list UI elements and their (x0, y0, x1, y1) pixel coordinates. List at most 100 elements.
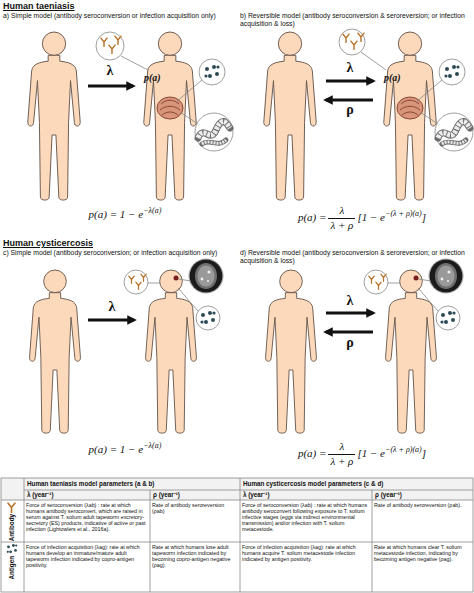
rate-symbol: λ (102, 64, 118, 78)
human-figures-part (264, 32, 316, 200)
formula-term: ] (422, 447, 426, 459)
prevalence-label: p(a) (144, 72, 174, 84)
leader-lines-part (416, 80, 442, 102)
panel-label: c) Simple model (antibody seroconversion… (3, 249, 237, 257)
parameter-table-part (7, 544, 18, 553)
table-cell: Force of seroconversion (λab) : rate at … (26, 502, 148, 532)
parameter-table-part (1, 478, 473, 500)
parameter-table-part (1, 478, 473, 592)
leader-lines (121, 52, 442, 311)
fraction: λλ + ρ (328, 204, 355, 233)
formula-term: λ + ρ (328, 454, 355, 469)
formula-term: −(λ + ρ)(a) (385, 445, 422, 454)
callout-bubbles-part (189, 259, 223, 293)
formula-term: [1 − e (357, 211, 385, 223)
leader-lines-part (420, 112, 438, 124)
callout-bubbles-part (96, 32, 124, 60)
bubble-contents-part (200, 311, 215, 324)
transition-arrows-part (326, 80, 373, 83)
transition-arrows-part (326, 99, 373, 102)
bubble-contents-part (129, 276, 134, 283)
leader-lines-part (178, 288, 198, 311)
callout-bubbles (96, 29, 473, 330)
table-header: λ (year⁻¹) (27, 491, 147, 498)
formula-term: λ (328, 204, 355, 218)
formula-term: λ (328, 440, 355, 454)
table-cell: Rate at which humans clear T. solium met… (374, 544, 471, 562)
panel-label: d) Reversible model (antibody seroconver… (240, 249, 472, 265)
formula: p(a) =λλ + ρ[1 − e−(λ + ρ)(a)] (272, 440, 452, 469)
parameter-table-part-part (24, 478, 25, 592)
parameter-table-part (8, 503, 15, 512)
transition-arrows-part (326, 331, 373, 334)
parameter-table-part-part (240, 478, 241, 592)
panel-label: b) Reversible model (antibody seroconver… (240, 12, 472, 28)
human-figures-part (30, 270, 81, 433)
callout-bubbles-part (364, 270, 388, 294)
bubble-contents-part (343, 34, 349, 42)
transition-arrows (88, 81, 373, 332)
bubble-contents (101, 33, 470, 324)
bubble-contents-part (358, 33, 364, 41)
bubble-contents-part (381, 274, 386, 281)
rate-symbol: ρ (342, 103, 358, 117)
leader-lines-part (388, 283, 400, 284)
bubble-contents-part (440, 311, 455, 324)
transition-arrows-part (326, 312, 373, 315)
formula-term: −λ(a) (143, 206, 161, 215)
parameter-table-part-part (7, 544, 18, 553)
bubble-contents-part (115, 36, 121, 44)
bubble-contents-part (376, 282, 381, 289)
parameter-table-part-part (1, 542, 473, 543)
rate-symbol: λ (342, 61, 358, 75)
section-heading: Human taeniasis (3, 1, 203, 11)
human-figures-part (386, 270, 437, 433)
callout-bubbles-part (435, 113, 473, 151)
bubble-contents-part (141, 274, 146, 281)
table-cell: Force of infection acquisition (λag): ra… (242, 544, 370, 562)
formula-term: p(a) = (298, 211, 327, 223)
bubble-contents-part (204, 65, 219, 78)
leader-lines-part (361, 52, 386, 70)
callout-bubbles-part (439, 59, 465, 85)
formula: p(a) = 1 − e−λ(a) (40, 208, 210, 222)
bubble-contents-part (444, 65, 459, 78)
formula: p(a) =λλ + ρ[1 − e−(λ + ρ)(a)] (272, 204, 452, 233)
organ-marks-part (414, 276, 419, 281)
table-cell: Force of seroconversion (λab) : rate at … (242, 502, 370, 532)
human-figures-part (266, 270, 317, 433)
table-cell: Force of infection acquisition (λag): ra… (26, 544, 148, 568)
human-figures-part (384, 32, 436, 200)
table-cell: Rate of antibody seroreversion (ρab) (152, 502, 238, 514)
leader-lines-part (121, 56, 148, 70)
callout-bubbles-part (429, 259, 463, 293)
bubble-contents-part (101, 38, 107, 46)
formula-term: −λ(a) (143, 441, 161, 450)
callout-bubbles-part (124, 270, 148, 294)
callout-bubbles-part (196, 306, 220, 330)
table-cell: Rate of antibody seroreversion (ρab). (374, 502, 471, 508)
rate-symbol: ρ (342, 336, 358, 350)
formula-term: ] (422, 211, 426, 223)
bubble-contents-part (109, 45, 115, 53)
table-header: ρ (year⁻¹) (375, 491, 471, 498)
formula-term: p(a) = (298, 447, 327, 459)
row-header: Antigen (8, 556, 15, 579)
human-figures-part (28, 32, 80, 200)
formula-term: p(a) = 1 − e (89, 443, 144, 455)
table-header: λ (year⁻¹) (243, 491, 369, 498)
transition-arrows-part (88, 85, 133, 88)
formula: p(a) = 1 − e−λ(a) (40, 443, 210, 457)
table-cell: Rate at which humans lose adult tapeworm… (152, 544, 238, 568)
table-header: ρ (year⁻¹) (153, 491, 238, 498)
bubble-contents-part (438, 121, 470, 144)
human-figures (28, 32, 437, 433)
bubble-contents-part (136, 282, 141, 289)
bubble-contents-part (369, 276, 374, 283)
organ-marks-part (174, 276, 179, 281)
callout-bubbles-part (199, 59, 225, 85)
formula-term: −(λ + ρ)(a) (385, 209, 422, 218)
table-header: Human taeniasis model parameters (a & b) (27, 480, 237, 487)
formula-term: p(a) = 1 − e (89, 208, 144, 220)
parameter-table-part-part (372, 490, 373, 592)
